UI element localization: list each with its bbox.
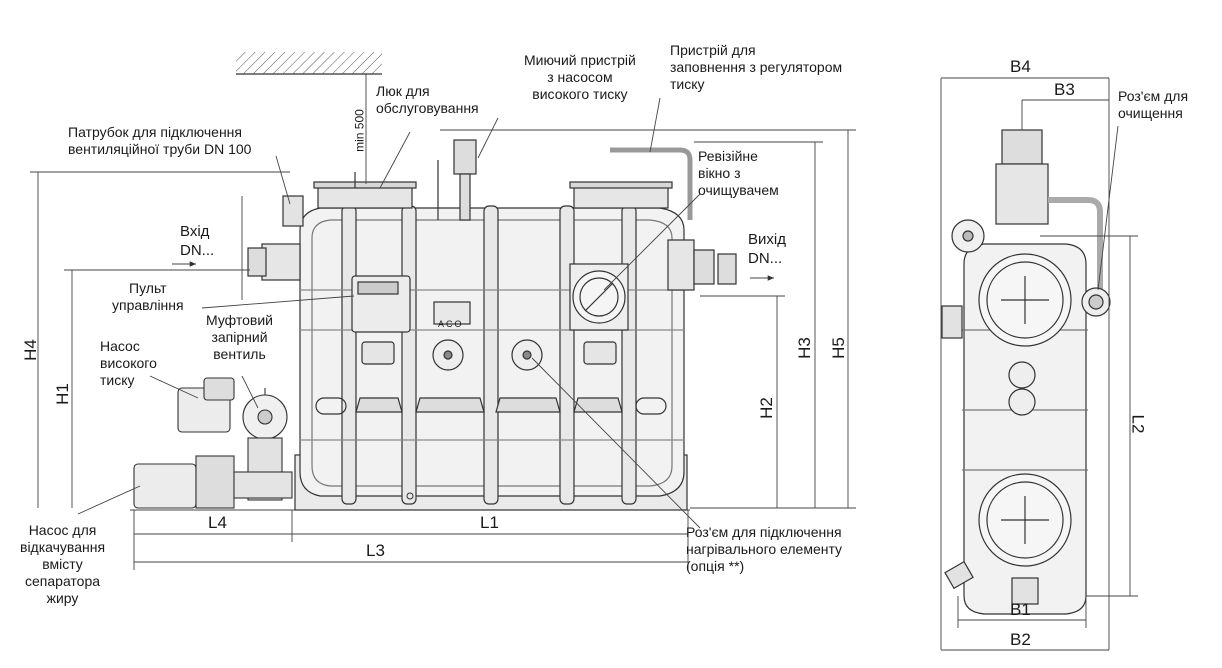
valve-line-2: запірний bbox=[211, 329, 268, 345]
hatch-line-2: обслуговування bbox=[376, 100, 479, 116]
inspection-label: Ревізійне вікно з очищувачем bbox=[698, 148, 779, 199]
leader-lines bbox=[77, 97, 1119, 529]
outlet-line-1: Вихід bbox=[748, 231, 786, 248]
cleaning-label: Роз'єм для очищення bbox=[1118, 88, 1188, 122]
hatch-label: Люк для обслуговування bbox=[376, 83, 479, 117]
filler-label: Пристрій для заповнення з регулятором ти… bbox=[670, 42, 842, 93]
dimension-lines bbox=[30, 74, 1138, 651]
hp-pump-line-1: Насос bbox=[100, 338, 140, 354]
vent-pipe-label: Патрубок для підключення вентиляційної т… bbox=[68, 124, 251, 158]
dim-b2: B2 bbox=[1010, 630, 1031, 649]
valve-line-1: Муфтовий bbox=[206, 312, 273, 328]
outlet-line-2: DN... bbox=[748, 250, 783, 267]
washer-line-2: з насосом bbox=[547, 69, 613, 85]
drain-pump-line-2: відкачування bbox=[20, 539, 106, 555]
cleaning-line-1: Роз'єм для bbox=[1118, 88, 1189, 104]
inspection-line-1: Ревізійне bbox=[698, 148, 758, 164]
heater-line-3: (опція **) bbox=[686, 558, 745, 574]
ceiling-hatch bbox=[236, 52, 382, 75]
bottom-port-circle bbox=[406, 492, 414, 500]
inlet-line-2: DN... bbox=[180, 242, 215, 259]
control-label: Пульт управління bbox=[112, 280, 184, 314]
dim-h3: H3 bbox=[794, 337, 814, 359]
dim-b1: B1 bbox=[1010, 600, 1031, 619]
filler-line-2: заповнення з регулятором bbox=[670, 59, 843, 75]
dim-l4: L4 bbox=[208, 513, 227, 532]
tank-side-view bbox=[941, 129, 1111, 615]
valve-label: Муфтовий запірний вентиль bbox=[206, 312, 273, 363]
dim-h4: H4 bbox=[20, 339, 40, 361]
inlet-line-1: Вхід bbox=[180, 223, 210, 240]
filler-line-1: Пристрій для bbox=[670, 42, 756, 58]
brand-logo-text: ACO bbox=[438, 319, 464, 329]
heater-label: Роз'єм для підключення нагрівального еле… bbox=[686, 524, 842, 575]
washer-line-3: високого тиску bbox=[532, 86, 628, 102]
drain-pump-line-4: сепаратора bbox=[25, 573, 101, 589]
control-line-1: Пульт bbox=[129, 280, 167, 296]
washer-line-1: Миючий пристрій bbox=[524, 52, 636, 68]
dim-b3: B3 bbox=[1054, 80, 1075, 99]
hp-pump-line-2: високого bbox=[100, 355, 157, 371]
dim-l2: L2 bbox=[1128, 414, 1148, 434]
drain-pump-label: Насос для відкачування вмісту сепаратора… bbox=[20, 522, 105, 607]
inlet-label: Вхід DN... bbox=[180, 222, 214, 260]
dim-l1: L1 bbox=[480, 513, 499, 532]
outlet-label: Вихід DN... bbox=[748, 230, 786, 268]
hp-pump-line-3: тиску bbox=[100, 372, 135, 388]
min500-label: min 500 bbox=[352, 109, 367, 152]
heater-line-1: Роз'єм для підключення bbox=[686, 524, 842, 540]
drain-pump-line-3: вмісту bbox=[42, 556, 83, 572]
pumps-left bbox=[133, 377, 293, 509]
vent-pipe-line-1: Патрубок для підключення bbox=[68, 124, 242, 140]
tank-front-view bbox=[247, 139, 737, 511]
inspection-line-2: вікно з bbox=[698, 165, 741, 181]
dim-h5: H5 bbox=[828, 337, 848, 359]
dim-b4: B4 bbox=[1010, 57, 1031, 76]
dim-l3: L3 bbox=[366, 541, 385, 560]
dim-h1: H1 bbox=[52, 383, 72, 405]
heater-line-2: нагрівального елементу bbox=[686, 541, 843, 557]
drain-pump-line-5: жиру bbox=[46, 590, 79, 606]
hp-pump-label: Насос високого тиску bbox=[100, 338, 157, 389]
hatch-line-1: Люк для bbox=[376, 83, 430, 99]
drain-pump-line-1: Насос для bbox=[28, 522, 97, 538]
vent-pipe-line-2: вентиляційної труби DN 100 bbox=[68, 141, 252, 157]
cleaning-line-2: очищення bbox=[1118, 105, 1183, 121]
valve-line-3: вентиль bbox=[213, 346, 266, 362]
washer-label: Миючий пристрій з насосом високого тиску bbox=[524, 52, 636, 103]
dim-h2: H2 bbox=[756, 397, 776, 419]
filler-line-3: тиску bbox=[670, 76, 705, 92]
inspection-line-3: очищувачем bbox=[698, 182, 779, 198]
control-line-2: управління bbox=[112, 297, 184, 313]
